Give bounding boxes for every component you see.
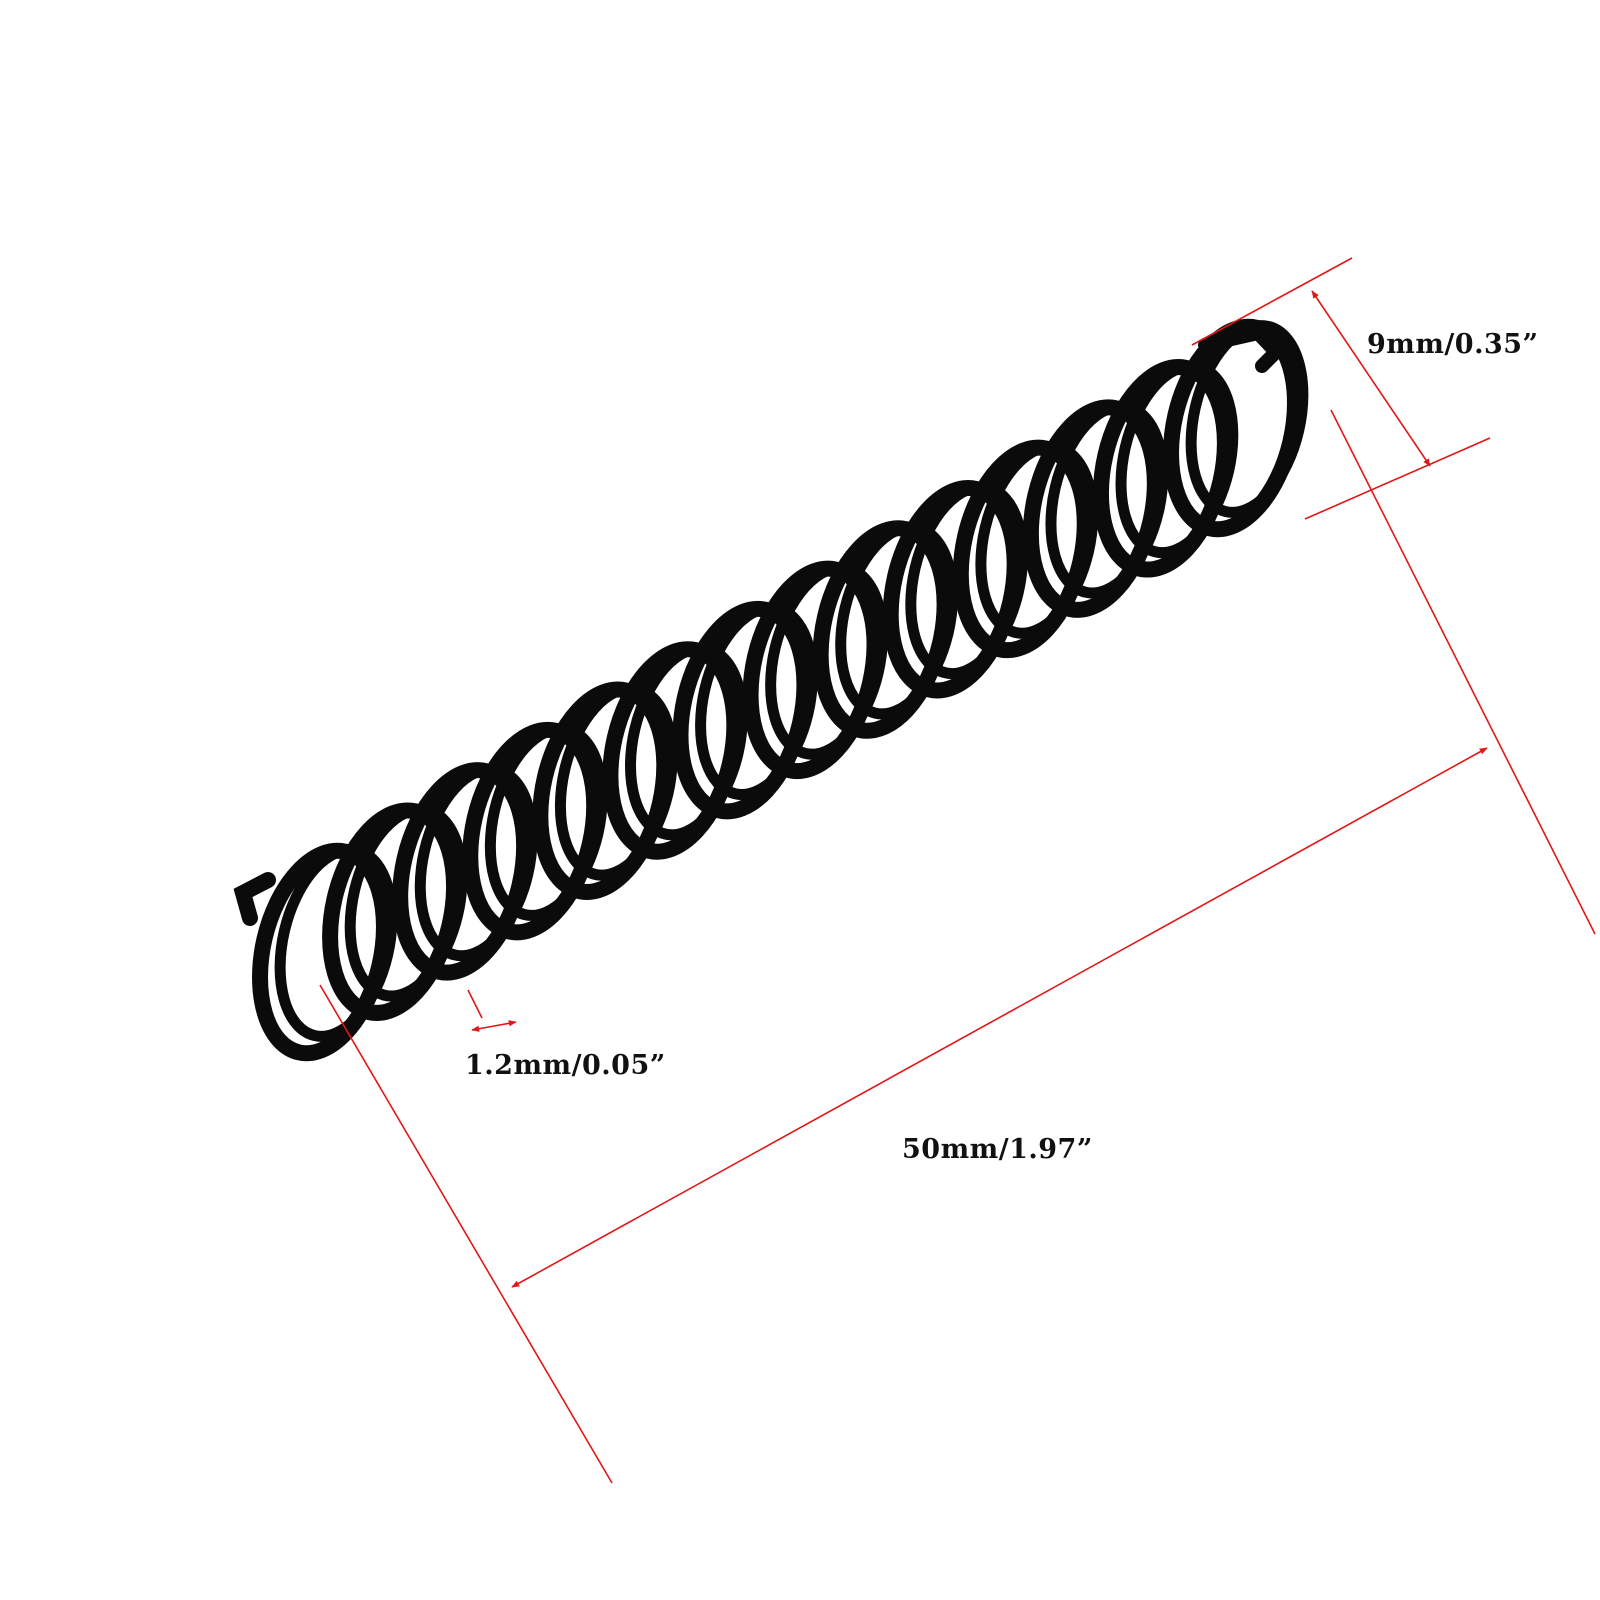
wire-diameter-arrow [471, 1020, 517, 1032]
spring-coils-back [274, 320, 1309, 1042]
outer-diameter-label: 9mm/0.35” [1367, 329, 1539, 360]
diameter-dimension-arrow [1311, 290, 1431, 467]
wire-diameter-label: 1.2mm/0.05” [465, 1050, 666, 1081]
length-dimension-arrow [511, 747, 1488, 1288]
free-length-label: 50mm/1.97” [902, 1134, 1093, 1165]
diameter-extension-line-bottom [1304, 437, 1491, 520]
spring-end-tab-bottom [233, 872, 276, 926]
length-extension-line-right [1330, 409, 1596, 935]
wire-diameter-extension-line [467, 989, 483, 1019]
diameter-extension-line-top [1191, 257, 1353, 346]
compression-spring [233, 318, 1309, 1062]
spring-end-tab-top [1198, 325, 1286, 373]
length-extension-line-left [319, 984, 613, 1484]
